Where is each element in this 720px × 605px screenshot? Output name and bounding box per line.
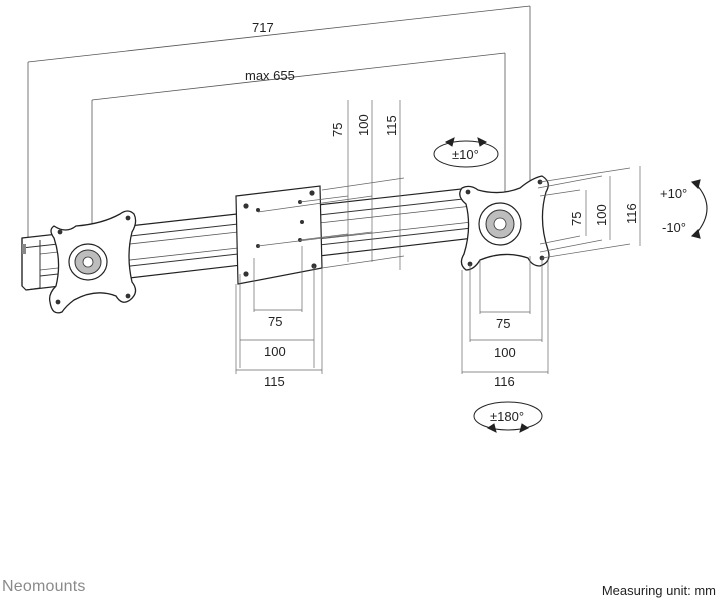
rotation-label: ±180° (490, 409, 524, 424)
right-vesa-plate (459, 175, 550, 271)
center-plate-vertical-dims (257, 100, 405, 270)
center-plate-horizontal-75: 75 (268, 314, 282, 329)
right-plate-horizontal-100: 100 (494, 345, 516, 360)
right-plate-vertical-75: 75 (569, 212, 584, 226)
tilt-side-label: ±10° (452, 147, 479, 162)
center-plate-horizontal-115: 115 (264, 374, 285, 389)
right-plate-vertical-100: 100 (594, 204, 609, 226)
tilt-vertical-arrow (690, 179, 708, 239)
right-plate-horizontal-dims (461, 256, 549, 374)
tilt-up-label: +10° (660, 186, 687, 201)
max-width-label: max 655 (245, 68, 295, 83)
total-width-label: 717 (252, 20, 274, 35)
measuring-unit: Measuring unit: mm (601, 583, 716, 598)
rotation-arrow (473, 401, 543, 433)
center-plate-horizontal-dims (235, 246, 323, 374)
left-vesa-plate (48, 210, 137, 314)
right-plate-horizontal-75: 75 (496, 316, 510, 331)
right-plate-vertical-116: 116 (624, 203, 639, 224)
right-plate-horizontal-116: 116 (494, 374, 515, 389)
tilt-side-arrow (433, 137, 499, 168)
center-plate-vertical-75: 75 (330, 123, 345, 137)
right-plate-vertical-dims (537, 166, 641, 259)
center-plate-vertical-115: 115 (384, 115, 399, 136)
center-plate-vertical-100: 100 (356, 114, 371, 136)
tilt-down-label: -10° (662, 220, 686, 235)
center-plate-horizontal-100: 100 (264, 344, 286, 359)
brand-logo: Neomounts (2, 578, 86, 595)
width-dimension-lines (27, 5, 531, 262)
